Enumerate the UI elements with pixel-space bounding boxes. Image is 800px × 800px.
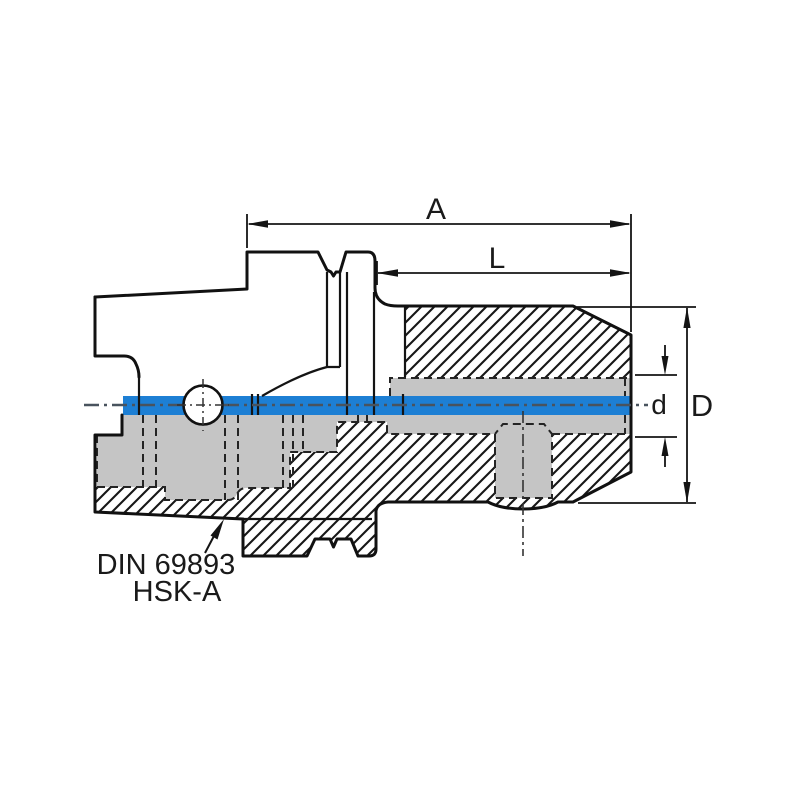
- outline-taper-mouth: [93, 295, 141, 379]
- dim-l-label: L: [489, 242, 506, 275]
- dimension-d-small: [635, 345, 677, 467]
- dim-l-arrow-right: [610, 269, 631, 277]
- dim-d-small-arrow-top: [661, 356, 669, 375]
- outline-main: [93, 250, 633, 558]
- cavity-areas: [97, 378, 631, 500]
- set-screw-hole-hidden-border: [494, 423, 553, 499]
- flange-fillet-curve: [261, 365, 340, 397]
- leader-arrow: [204, 519, 224, 554]
- dim-d-big-arrow-top: [683, 307, 691, 328]
- hidden-edges: [96, 377, 631, 501]
- circle-crosshair: [177, 379, 229, 431]
- dim-d-small-arrow-bottom: [661, 437, 669, 456]
- lower-cavity-gray: [97, 415, 631, 500]
- dimension-d-big: [577, 306, 696, 504]
- hidden-internal-steps: [142, 415, 368, 500]
- coolant-tube-circle: [177, 379, 229, 431]
- dim-d-big-label: D: [691, 388, 713, 423]
- flange-inner-edges: [250, 272, 405, 415]
- dim-d-big-extension-lines: [577, 306, 696, 504]
- standard-label-line2: HSK-A: [133, 576, 222, 608]
- standard-label-line1: DIN 69893: [97, 549, 236, 581]
- leader-stem: [204, 533, 216, 554]
- leader-arrowhead: [210, 519, 224, 540]
- upper-body-hatch: [405, 306, 631, 396]
- dim-d-big-arrow-bottom: [683, 482, 691, 503]
- dim-d-small-extension-lines: [635, 374, 677, 438]
- upper-bore-hidden-border: [389, 377, 631, 434]
- dim-a-arrow-left: [247, 220, 268, 228]
- dim-a-arrow-right: [610, 220, 631, 228]
- upper-bore-gray: [390, 378, 631, 396]
- dim-a-label: A: [426, 193, 446, 226]
- dimension-l: [376, 261, 631, 285]
- dim-l-arrow-left: [377, 269, 398, 277]
- part-outline: [93, 250, 633, 558]
- dim-d-small-label: d: [651, 389, 667, 420]
